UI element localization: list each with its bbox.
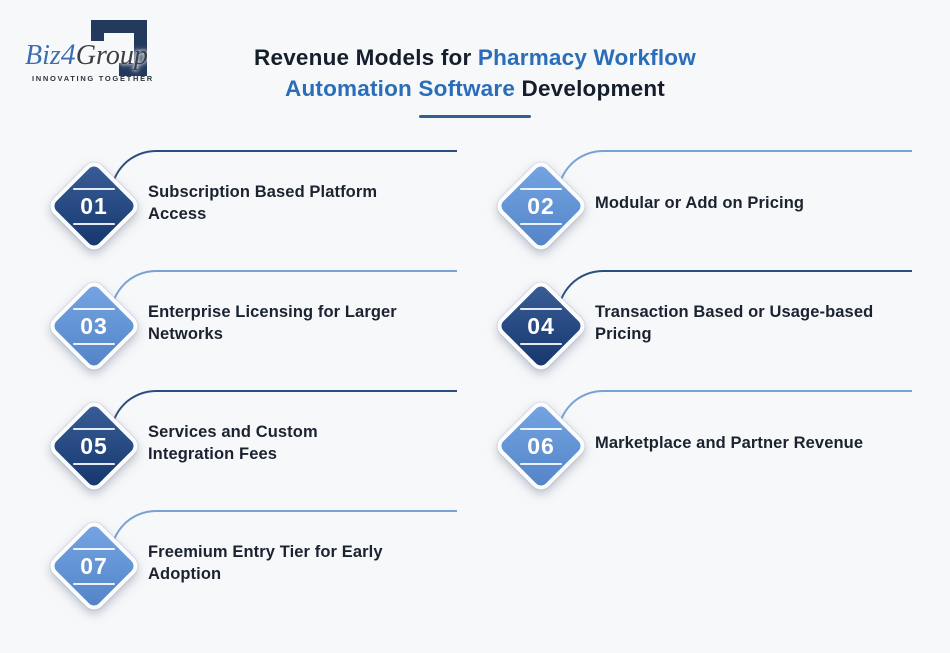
logo-bracket-icon [91, 20, 147, 76]
item-number: 05 [80, 432, 108, 459]
number-rule-top [520, 307, 562, 310]
diamond-inner: 04 [511, 296, 571, 356]
revenue-item-07: 07 Freemium Entry Tier for Early Adoptio… [45, 510, 475, 616]
title-text: Revenue Models for [254, 45, 478, 70]
number-rule-bottom [73, 582, 115, 585]
logo-word-group: Group [75, 40, 148, 71]
item-label: Marketplace and Partner Revenue [595, 433, 864, 452]
number-rule-top [73, 427, 115, 430]
item-number: 06 [527, 432, 555, 459]
item-number: 02 [527, 192, 555, 219]
title-accent-text: Pharmacy Workflow Automation Software [285, 45, 696, 101]
item-label: Subscription Based Platform Access [148, 182, 378, 223]
diamond-inner: 05 [64, 416, 124, 476]
number-rule-bottom [520, 342, 562, 345]
item-label: Freemium Entry Tier for Early Adoption [148, 542, 383, 583]
number-rule-bottom [520, 222, 562, 225]
item-label: Services and Custom Integration Fees [148, 422, 318, 463]
item-number: 04 [527, 312, 555, 339]
number-rule-top [73, 547, 115, 550]
item-number: 01 [80, 192, 108, 219]
title-underline [419, 115, 531, 118]
logo-tagline: INNOVATING TOGETHER [32, 74, 154, 83]
diamond-inner: 06 [511, 416, 571, 476]
diamond-inner: 07 [64, 536, 124, 596]
revenue-item-01: 01 Subscription Based Platform Access [45, 150, 475, 256]
revenue-item-03: 03 Enterprise Licensing for Larger Netwo… [45, 270, 475, 376]
item-label: Transaction Based or Usage-based Pricing [595, 302, 874, 343]
diamond-inner: 01 [64, 176, 124, 236]
item-number: 03 [80, 312, 108, 339]
item-number: 07 [80, 552, 108, 579]
item-label: Modular or Add on Pricing [595, 193, 805, 212]
item-label: Enterprise Licensing for Larger Networks [148, 302, 397, 343]
revenue-item-02: 02 Modular or Add on Pricing [492, 150, 922, 256]
number-rule-bottom [73, 462, 115, 465]
number-rule-bottom [520, 462, 562, 465]
number-rule-top [520, 187, 562, 190]
number-rule-bottom [73, 222, 115, 225]
diamond-inner: 02 [511, 176, 571, 236]
logo-wordmark: Biz4Group [25, 38, 148, 72]
logo-digit-4: 4 [60, 38, 76, 71]
revenue-item-04: 04 Transaction Based or Usage-based Pric… [492, 270, 922, 376]
title-text: Development [515, 76, 665, 101]
number-rule-top [520, 427, 562, 430]
revenue-item-06: 06 Marketplace and Partner Revenue [492, 390, 922, 496]
number-rule-bottom [73, 342, 115, 345]
page-title: Revenue Models for Pharmacy Workflow Aut… [215, 42, 735, 104]
diamond-inner: 03 [64, 296, 124, 356]
number-rule-top [73, 187, 115, 190]
logo-word-biz: Biz [25, 40, 61, 71]
number-rule-top [73, 307, 115, 310]
revenue-item-05: 05 Services and Custom Integration Fees [45, 390, 475, 496]
biz4group-logo: Biz4Group INNOVATING TOGETHER [25, 14, 165, 90]
